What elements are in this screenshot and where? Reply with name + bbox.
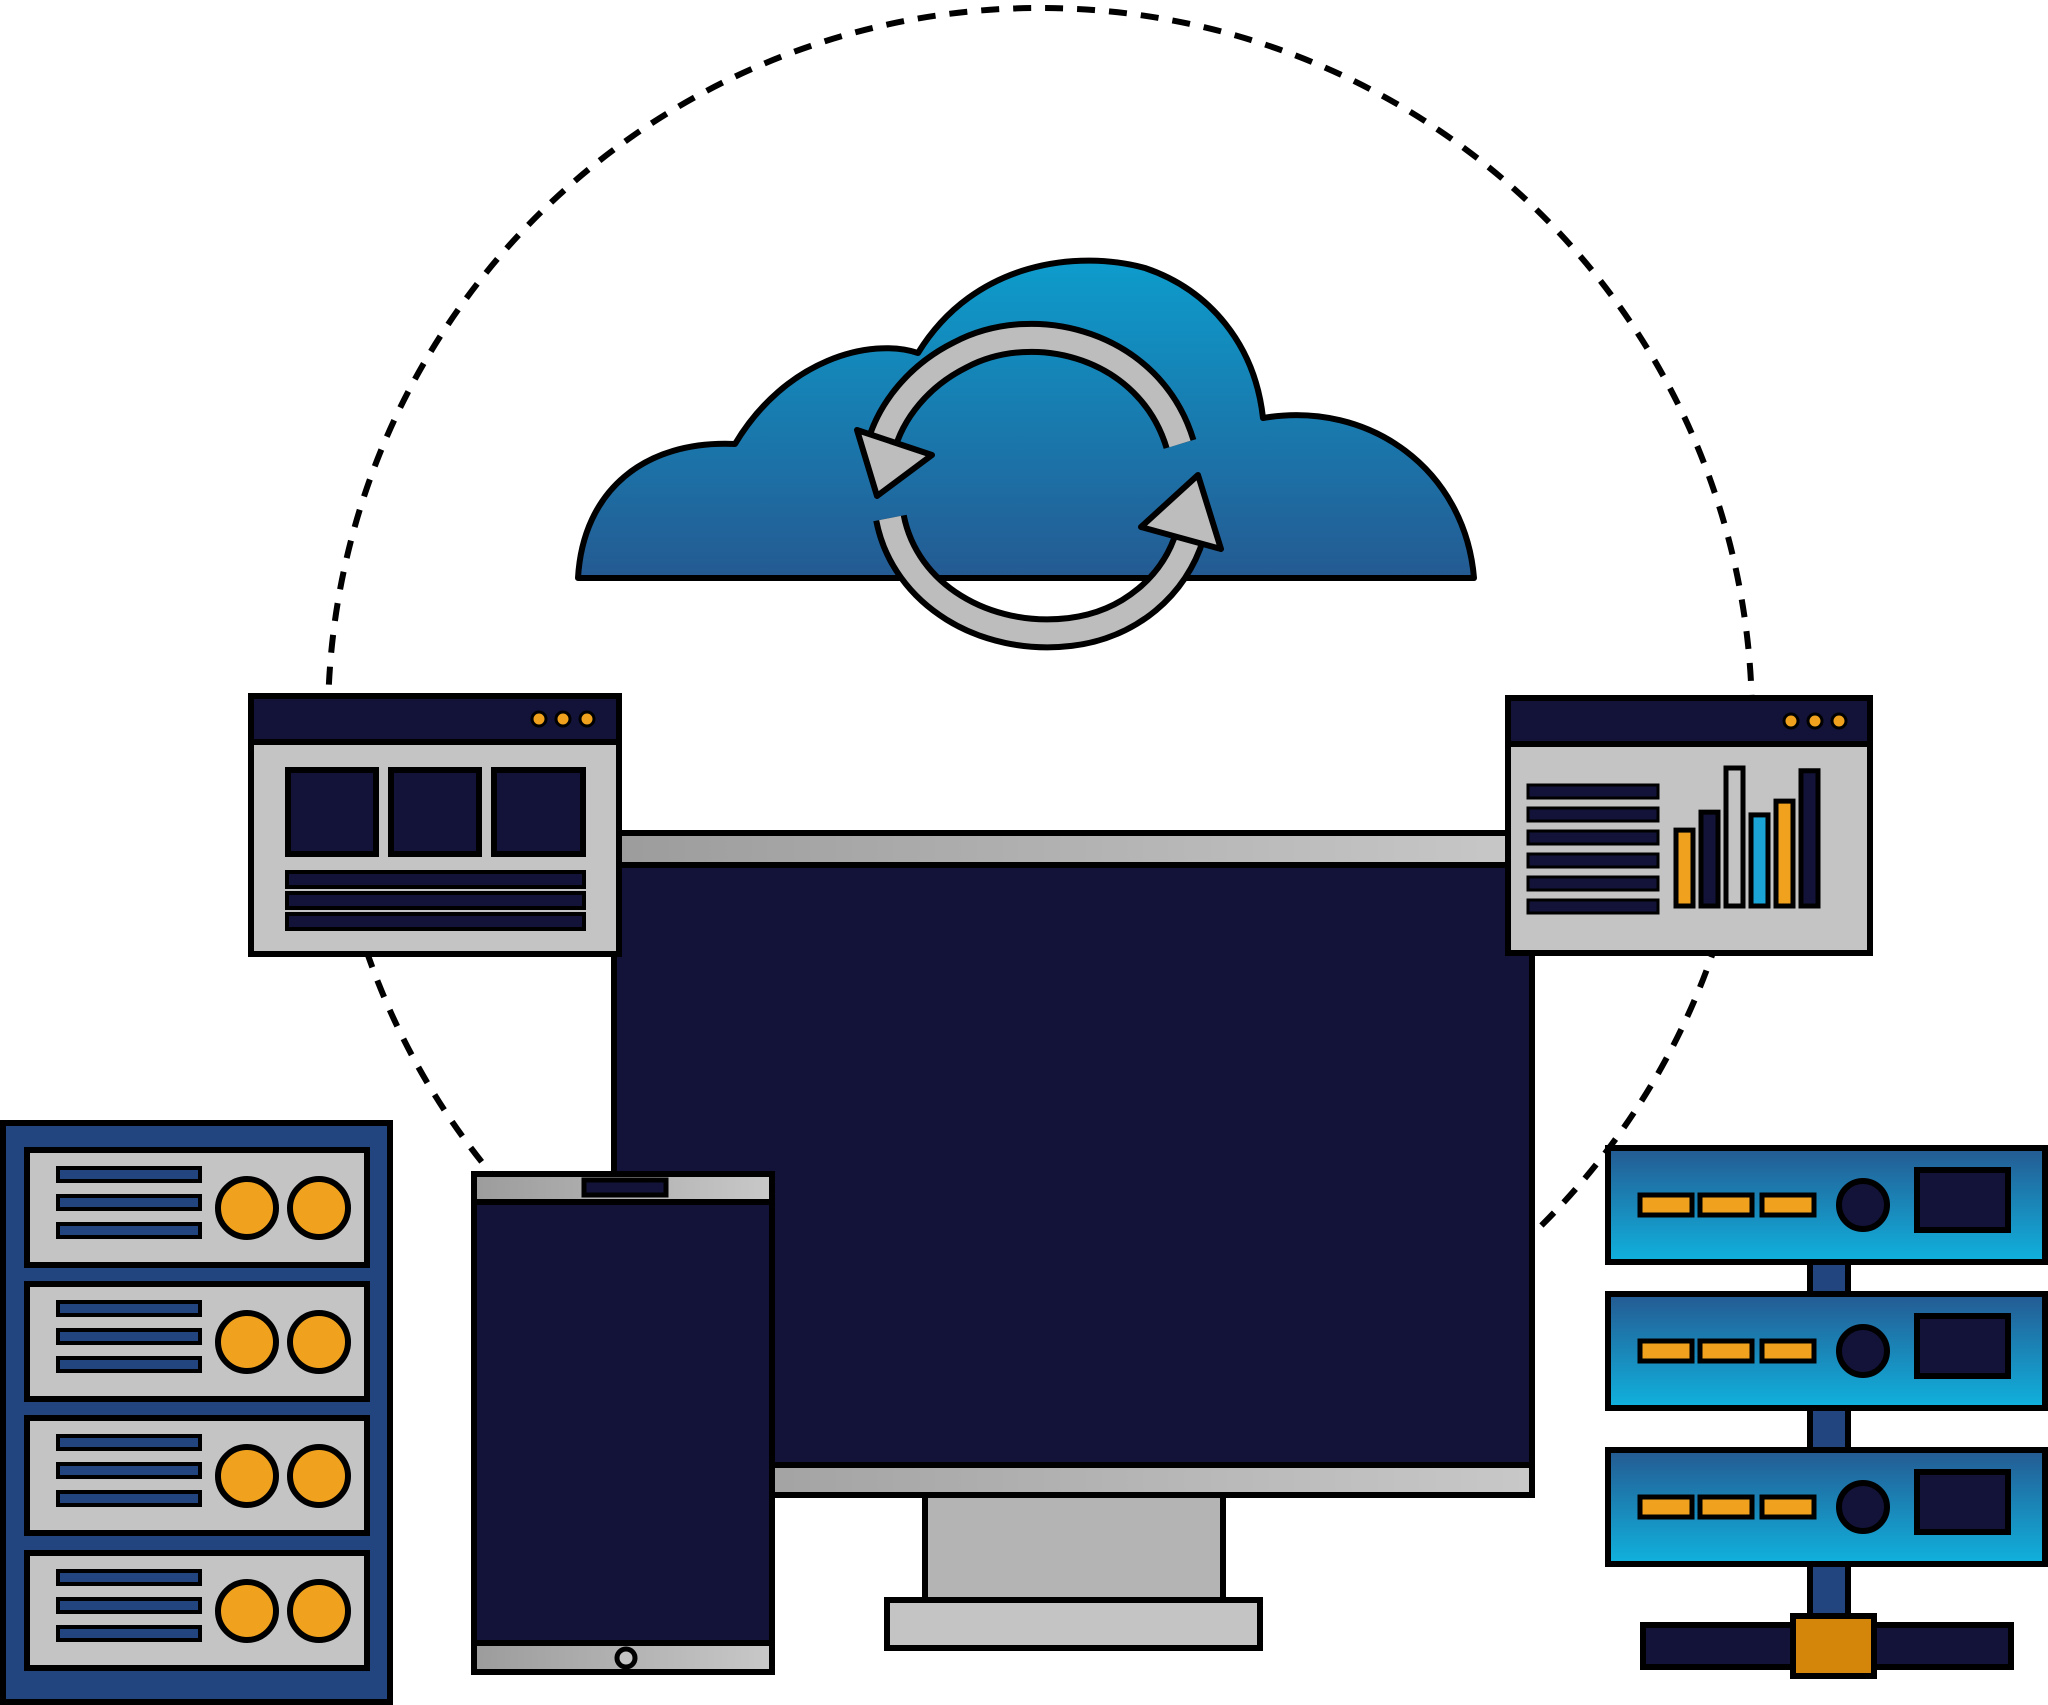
chart-bar: [1673, 827, 1696, 909]
server-unit-slot: [1637, 1494, 1695, 1520]
server-unit-slot: [1697, 1192, 1755, 1218]
server-display: [1914, 1167, 2011, 1233]
server-unit-slot: [1637, 1192, 1695, 1218]
chart-bar: [1698, 809, 1721, 909]
server-unit-slot: [1759, 1338, 1817, 1364]
indicator-light-icon: [287, 1310, 351, 1374]
indicator-light-icon: [287, 1444, 351, 1508]
tablet-icon: [471, 1171, 775, 1675]
tablet-home-button-icon: [614, 1646, 638, 1670]
window-dot-icon: [1782, 712, 1800, 730]
rack-unit-slot: [56, 1625, 202, 1642]
server-rack-icon: [0, 1120, 393, 1705]
rack-unit-slot: [56, 1194, 202, 1211]
sync-arrows-icon: [854, 320, 1224, 651]
server-unit-slot: [1697, 1338, 1755, 1364]
window-dot-icon: [1806, 712, 1824, 730]
rack-unit-slot: [56, 1222, 202, 1239]
rack-unit-slot: [56, 1490, 202, 1507]
indicator-light-icon: [215, 1444, 279, 1508]
window-dot-icon: [554, 710, 572, 728]
chart-bar: [1723, 765, 1746, 909]
indicator-light-icon: [215, 1579, 279, 1643]
rack-unit-slot: [56, 1300, 202, 1317]
indicator-light-icon: [287, 1579, 351, 1643]
browser-window-grid-icon: [248, 693, 622, 957]
chart-bar: [1773, 798, 1796, 909]
mini-bar-chart: [1673, 765, 1821, 909]
rack-unit-slot: [56, 1597, 202, 1614]
server-display: [1914, 1313, 2011, 1379]
chart-bar: [1798, 768, 1821, 909]
server-unit-slot: [1759, 1494, 1817, 1520]
browser-window-chart-icon: [1505, 695, 1873, 956]
network-server-icon: [1605, 1145, 2048, 1679]
window-dot-icon: [1830, 712, 1848, 730]
rack-unit-slot: [56, 1328, 202, 1345]
power-button-icon: [1836, 1480, 1890, 1534]
window-dot-icon: [578, 710, 596, 728]
server-unit-slot: [1759, 1192, 1817, 1218]
rack-unit-slot: [56, 1434, 202, 1451]
chart-bar: [1748, 812, 1771, 909]
indicator-light-icon: [215, 1310, 279, 1374]
server-unit-slot: [1697, 1494, 1755, 1520]
rack-unit-slot: [56, 1569, 202, 1586]
cloud-icon: [575, 257, 1477, 581]
rack-unit-slot: [56, 1356, 202, 1373]
rack-unit-slot: [56, 1166, 202, 1183]
indicator-light-icon: [287, 1176, 351, 1240]
rack-unit-slot: [56, 1462, 202, 1479]
window-dot-icon: [530, 710, 548, 728]
server-display: [1914, 1469, 2011, 1535]
power-button-icon: [1836, 1178, 1890, 1232]
power-button-icon: [1836, 1324, 1890, 1378]
indicator-light-icon: [215, 1176, 279, 1240]
server-unit-slot: [1637, 1338, 1695, 1364]
